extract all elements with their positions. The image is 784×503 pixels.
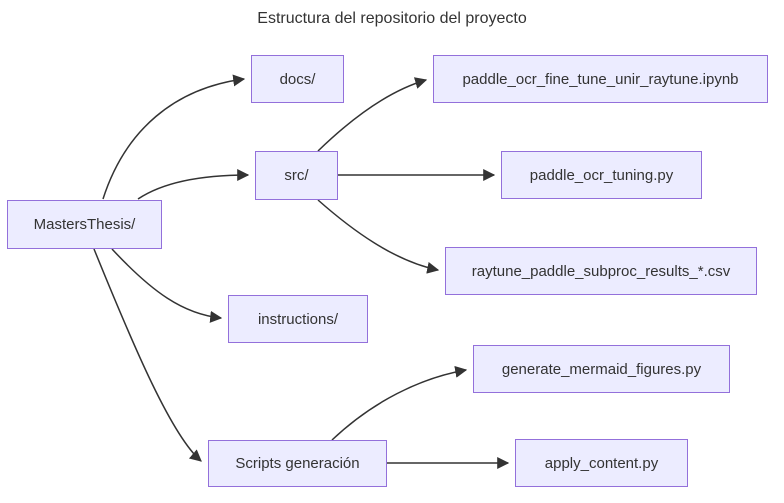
node-docs: docs/ <box>251 55 344 103</box>
node-paddle-ocr-fine-tune-ipynb: paddle_ocr_fine_tune_unir_raytune.ipynb <box>433 55 768 103</box>
node-instructions: instructions/ <box>228 295 368 343</box>
node-scripts-generacion: Scripts generación <box>208 440 387 487</box>
node-paddle-ocr-tuning-py: paddle_ocr_tuning.py <box>501 151 702 199</box>
edge-masters-instructions <box>111 248 223 323</box>
edge-masters-scripts <box>93 248 202 462</box>
edge-masters-src <box>137 169 250 200</box>
node-mastersthesis: MastersThesis/ <box>7 200 162 249</box>
edge-masters-docs <box>102 74 246 200</box>
edge-src-csv <box>317 199 440 274</box>
diagram-title: Estructura del repositorio del proyecto <box>257 10 527 27</box>
node-apply-content-py: apply_content.py <box>515 439 688 487</box>
node-src: src/ <box>255 151 338 200</box>
node-raytune-results-csv: raytune_paddle_subproc_results_*.csv <box>445 247 757 295</box>
node-generate-mermaid-figures-py: generate_mermaid_figures.py <box>473 345 730 393</box>
edge-src-ipynb <box>317 77 428 152</box>
edge-scripts-genmermaid <box>331 365 468 441</box>
